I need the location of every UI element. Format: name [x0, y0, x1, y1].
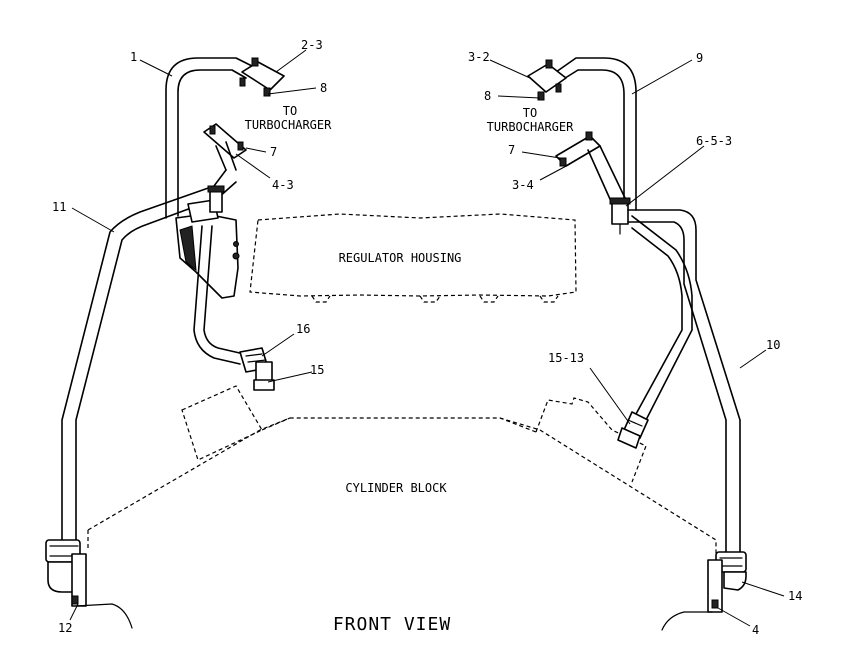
- fitting-15-13: [617, 411, 649, 449]
- callout-4: 4: [752, 623, 759, 637]
- tube-16: [193, 225, 245, 365]
- callout-9: 9: [696, 51, 703, 65]
- fitting-right-top: [609, 197, 631, 235]
- callout-2-3: 2-3: [301, 38, 323, 52]
- callout-6-5-3: 6-5-3: [696, 134, 732, 148]
- to-turbo-left-line1: TO: [283, 104, 297, 118]
- callout-3-2: 3-2: [468, 50, 490, 64]
- callout-4-3: 4-3: [272, 178, 294, 192]
- callout-12: 12: [58, 621, 72, 635]
- callout-7-left: 7: [270, 145, 277, 159]
- leader-lines: [69, 49, 785, 627]
- pipe-lower-left-turbo: [215, 141, 237, 171]
- elbow-left-bottom: [45, 539, 87, 607]
- flange-upper-left: [239, 57, 285, 97]
- callouts: 1 2-3 8 7 4-3 11 16 15 12 3-2 9 8 7 3-4 …: [52, 38, 802, 637]
- cylinder-block-label: CYLINDER BLOCK: [345, 481, 447, 495]
- to-turbo-right-line2: TURBOCHARGER: [487, 120, 574, 134]
- regulator-housing-label: REGULATOR HOUSING: [339, 251, 462, 265]
- to-turbo-left-line2: TURBOCHARGER: [245, 118, 332, 132]
- callout-8-right: 8: [484, 89, 491, 103]
- pipe-11: [61, 169, 237, 541]
- callout-10: 10: [766, 338, 780, 352]
- callout-1: 1: [130, 50, 137, 64]
- callout-15: 15: [310, 363, 324, 377]
- flange-lower-left: [203, 123, 247, 159]
- left-base-outline: [75, 603, 133, 629]
- tube-15-13: [631, 215, 693, 421]
- pipe-10: [627, 209, 741, 557]
- right-base-outline: [661, 611, 713, 631]
- pipe-1: [165, 57, 253, 219]
- callout-14: 14: [788, 589, 802, 603]
- callout-16: 16: [296, 322, 310, 336]
- flange-upper-right: [527, 59, 567, 101]
- callout-7-right: 7: [508, 143, 515, 157]
- cylinder-block: CYLINDER BLOCK: [87, 385, 717, 556]
- callout-11: 11: [52, 200, 66, 214]
- elbow-right-bottom: [707, 551, 747, 613]
- pipe-9: [555, 57, 637, 211]
- callout-15-13: 15-13: [548, 351, 584, 365]
- to-turbo-right-line1: TO: [523, 106, 537, 120]
- callout-3-4: 3-4: [512, 178, 534, 192]
- regulator-housing: REGULATOR HOUSING: [249, 213, 577, 303]
- fitting-16-15: [239, 347, 275, 391]
- left-mount-bracket: [175, 213, 240, 299]
- diagram-title: FRONT VIEW: [333, 614, 451, 635]
- fitting-left-top: [187, 185, 225, 223]
- callout-8-left: 8: [320, 81, 327, 95]
